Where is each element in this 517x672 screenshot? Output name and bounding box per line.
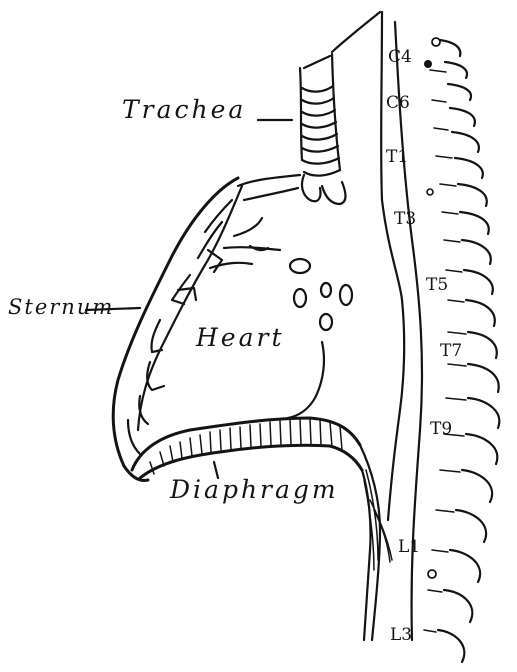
heart-label: Heart bbox=[195, 323, 285, 352]
trachea-label: Trachea bbox=[122, 95, 246, 124]
vertebra-label-l3: L3 bbox=[390, 625, 412, 645]
vertebra-labels: C4 C6 T1 T3 T5 T7 T9 L1 L3 bbox=[386, 47, 462, 645]
leader-lines bbox=[86, 120, 292, 478]
sternum-label: Sternum bbox=[8, 295, 114, 319]
vertebra-label-t7: T7 bbox=[440, 341, 462, 361]
heart-outline bbox=[288, 259, 352, 418]
vertebra-label-l1: L1 bbox=[398, 537, 420, 557]
vertebra-label-c6: C6 bbox=[386, 93, 410, 113]
spinal-dots bbox=[424, 38, 440, 578]
vertebra-label-t9: T9 bbox=[430, 419, 452, 439]
diaphragm-band bbox=[132, 418, 392, 640]
vertebra-label-t5: T5 bbox=[426, 275, 448, 295]
trachea-tube bbox=[300, 54, 346, 204]
vertebra-label-t3: T3 bbox=[394, 209, 416, 229]
vertebra-label-c4: C4 bbox=[388, 47, 412, 67]
diaphragm-label: Diaphragm bbox=[169, 475, 339, 504]
vertebra-label-t1: T1 bbox=[386, 147, 408, 167]
